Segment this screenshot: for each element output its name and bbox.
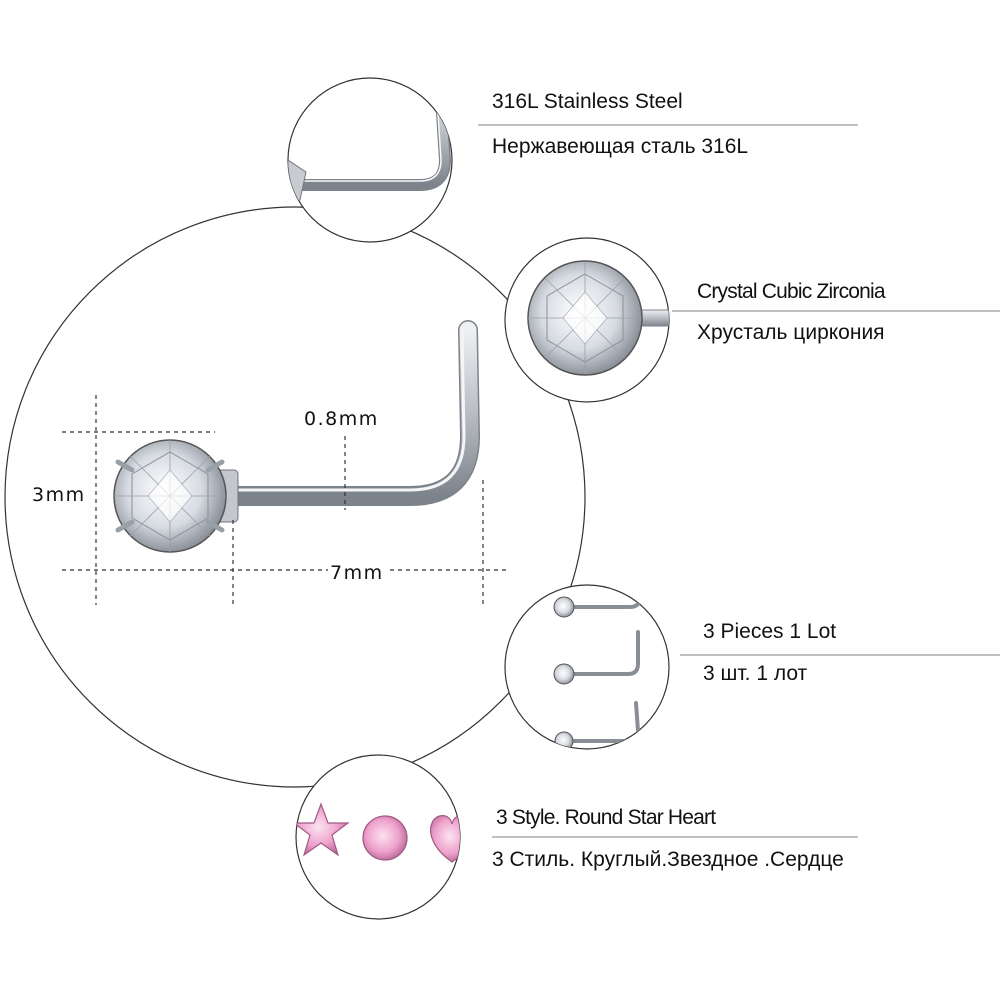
dimension-height-label: 3mm <box>32 484 86 506</box>
pieces-label-en: 3 Pieces 1 Lot <box>703 620 837 643</box>
main-gem <box>113 439 227 553</box>
star-gem <box>296 802 350 857</box>
main-nose-stud <box>113 320 481 553</box>
mini-stud-2 <box>553 630 640 685</box>
pieces-callout <box>504 584 670 750</box>
heart-gem <box>430 815 460 863</box>
dimension-lines <box>62 395 510 608</box>
crystal-label-en: Crystal Cubic Zirconia <box>697 280 886 303</box>
steel-label-en: 316L Stainless Steel <box>492 90 683 113</box>
pieces-label-ru: 3 шт. 1 лот <box>703 662 808 685</box>
round-gem <box>362 815 408 861</box>
steel-label-ru: Нержавеющая сталь 316L <box>492 135 749 158</box>
crystal-callout <box>504 237 670 403</box>
main-circle <box>4 206 586 788</box>
style-label-en: 3 Style. Round Star Heart <box>496 806 716 829</box>
dimension-length-label: 7mm <box>328 562 386 584</box>
crystal-label-ru: Хрусталь циркония <box>697 321 885 344</box>
steel-callout <box>287 77 453 243</box>
dimension-gauge-label: 0.8mm <box>304 408 379 430</box>
style-label-ru: 3 Стиль. Круглый.Звездное .Сердце <box>492 848 844 871</box>
style-callout <box>295 754 461 920</box>
